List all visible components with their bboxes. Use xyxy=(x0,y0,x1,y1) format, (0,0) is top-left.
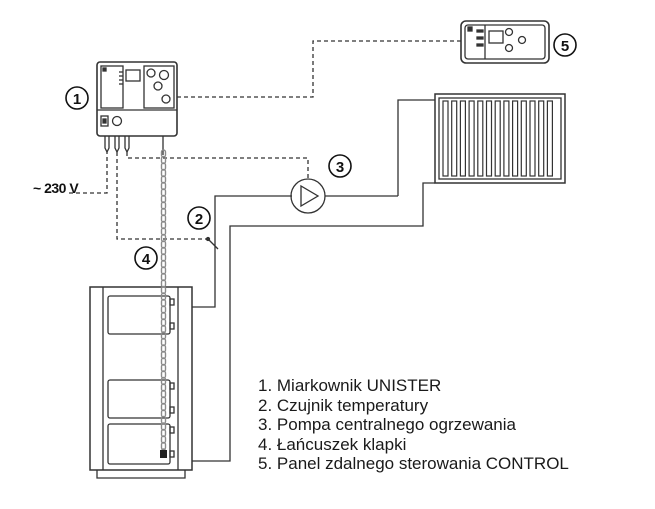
damper-chain xyxy=(160,149,167,457)
radiator-fin xyxy=(468,100,475,177)
legend-item: 5. Panel zdalnego sterowania CONTROL xyxy=(258,454,569,473)
chain-weight xyxy=(160,450,167,458)
radiator-fin xyxy=(520,100,527,177)
radiator-fin xyxy=(511,100,519,177)
unister-controller xyxy=(96,61,178,155)
callout-5-label: 5 xyxy=(561,38,569,55)
callout-1-label: 1 xyxy=(73,91,81,108)
radiator-fin xyxy=(442,100,449,177)
radiator-fin xyxy=(494,100,501,177)
remote-control-panel xyxy=(460,20,550,64)
power-supply-label: ~ 230 V xyxy=(33,180,79,196)
heating-pipes xyxy=(192,99,435,462)
radiator-fin xyxy=(546,100,554,177)
radiator-fin xyxy=(538,100,545,177)
callout-1: 1 xyxy=(65,86,89,110)
radiator-fin xyxy=(529,100,536,177)
legend: 1. Miarkownik UNISTER 2. Czujnik tempera… xyxy=(258,376,569,474)
radiator-fin xyxy=(459,100,466,177)
radiator xyxy=(434,93,566,184)
signal-wires xyxy=(69,40,461,240)
radiator-fin xyxy=(503,100,510,177)
radiator-fin xyxy=(451,100,458,177)
legend-item: 4. Łańcuszek klapki xyxy=(258,434,407,454)
legend-item: 3. Pompa centralnego ogrzewania xyxy=(258,415,516,434)
callout-4: 4 xyxy=(134,246,158,270)
callout-4-label: 4 xyxy=(142,251,151,268)
callout-2: 2 xyxy=(187,206,211,230)
radiator-fin xyxy=(485,100,493,177)
radiator-fin xyxy=(477,100,484,177)
circulation-pump xyxy=(290,178,326,214)
callout-3: 3 xyxy=(328,154,352,178)
callout-2-label: 2 xyxy=(195,211,203,228)
legend-item: 2. Czujnik temperatury xyxy=(258,395,429,415)
callout-5: 5 xyxy=(553,33,577,57)
boiler xyxy=(89,286,193,479)
legend-item: 1. Miarkownik UNISTER xyxy=(258,376,442,395)
callout-3-label: 3 xyxy=(336,159,344,176)
